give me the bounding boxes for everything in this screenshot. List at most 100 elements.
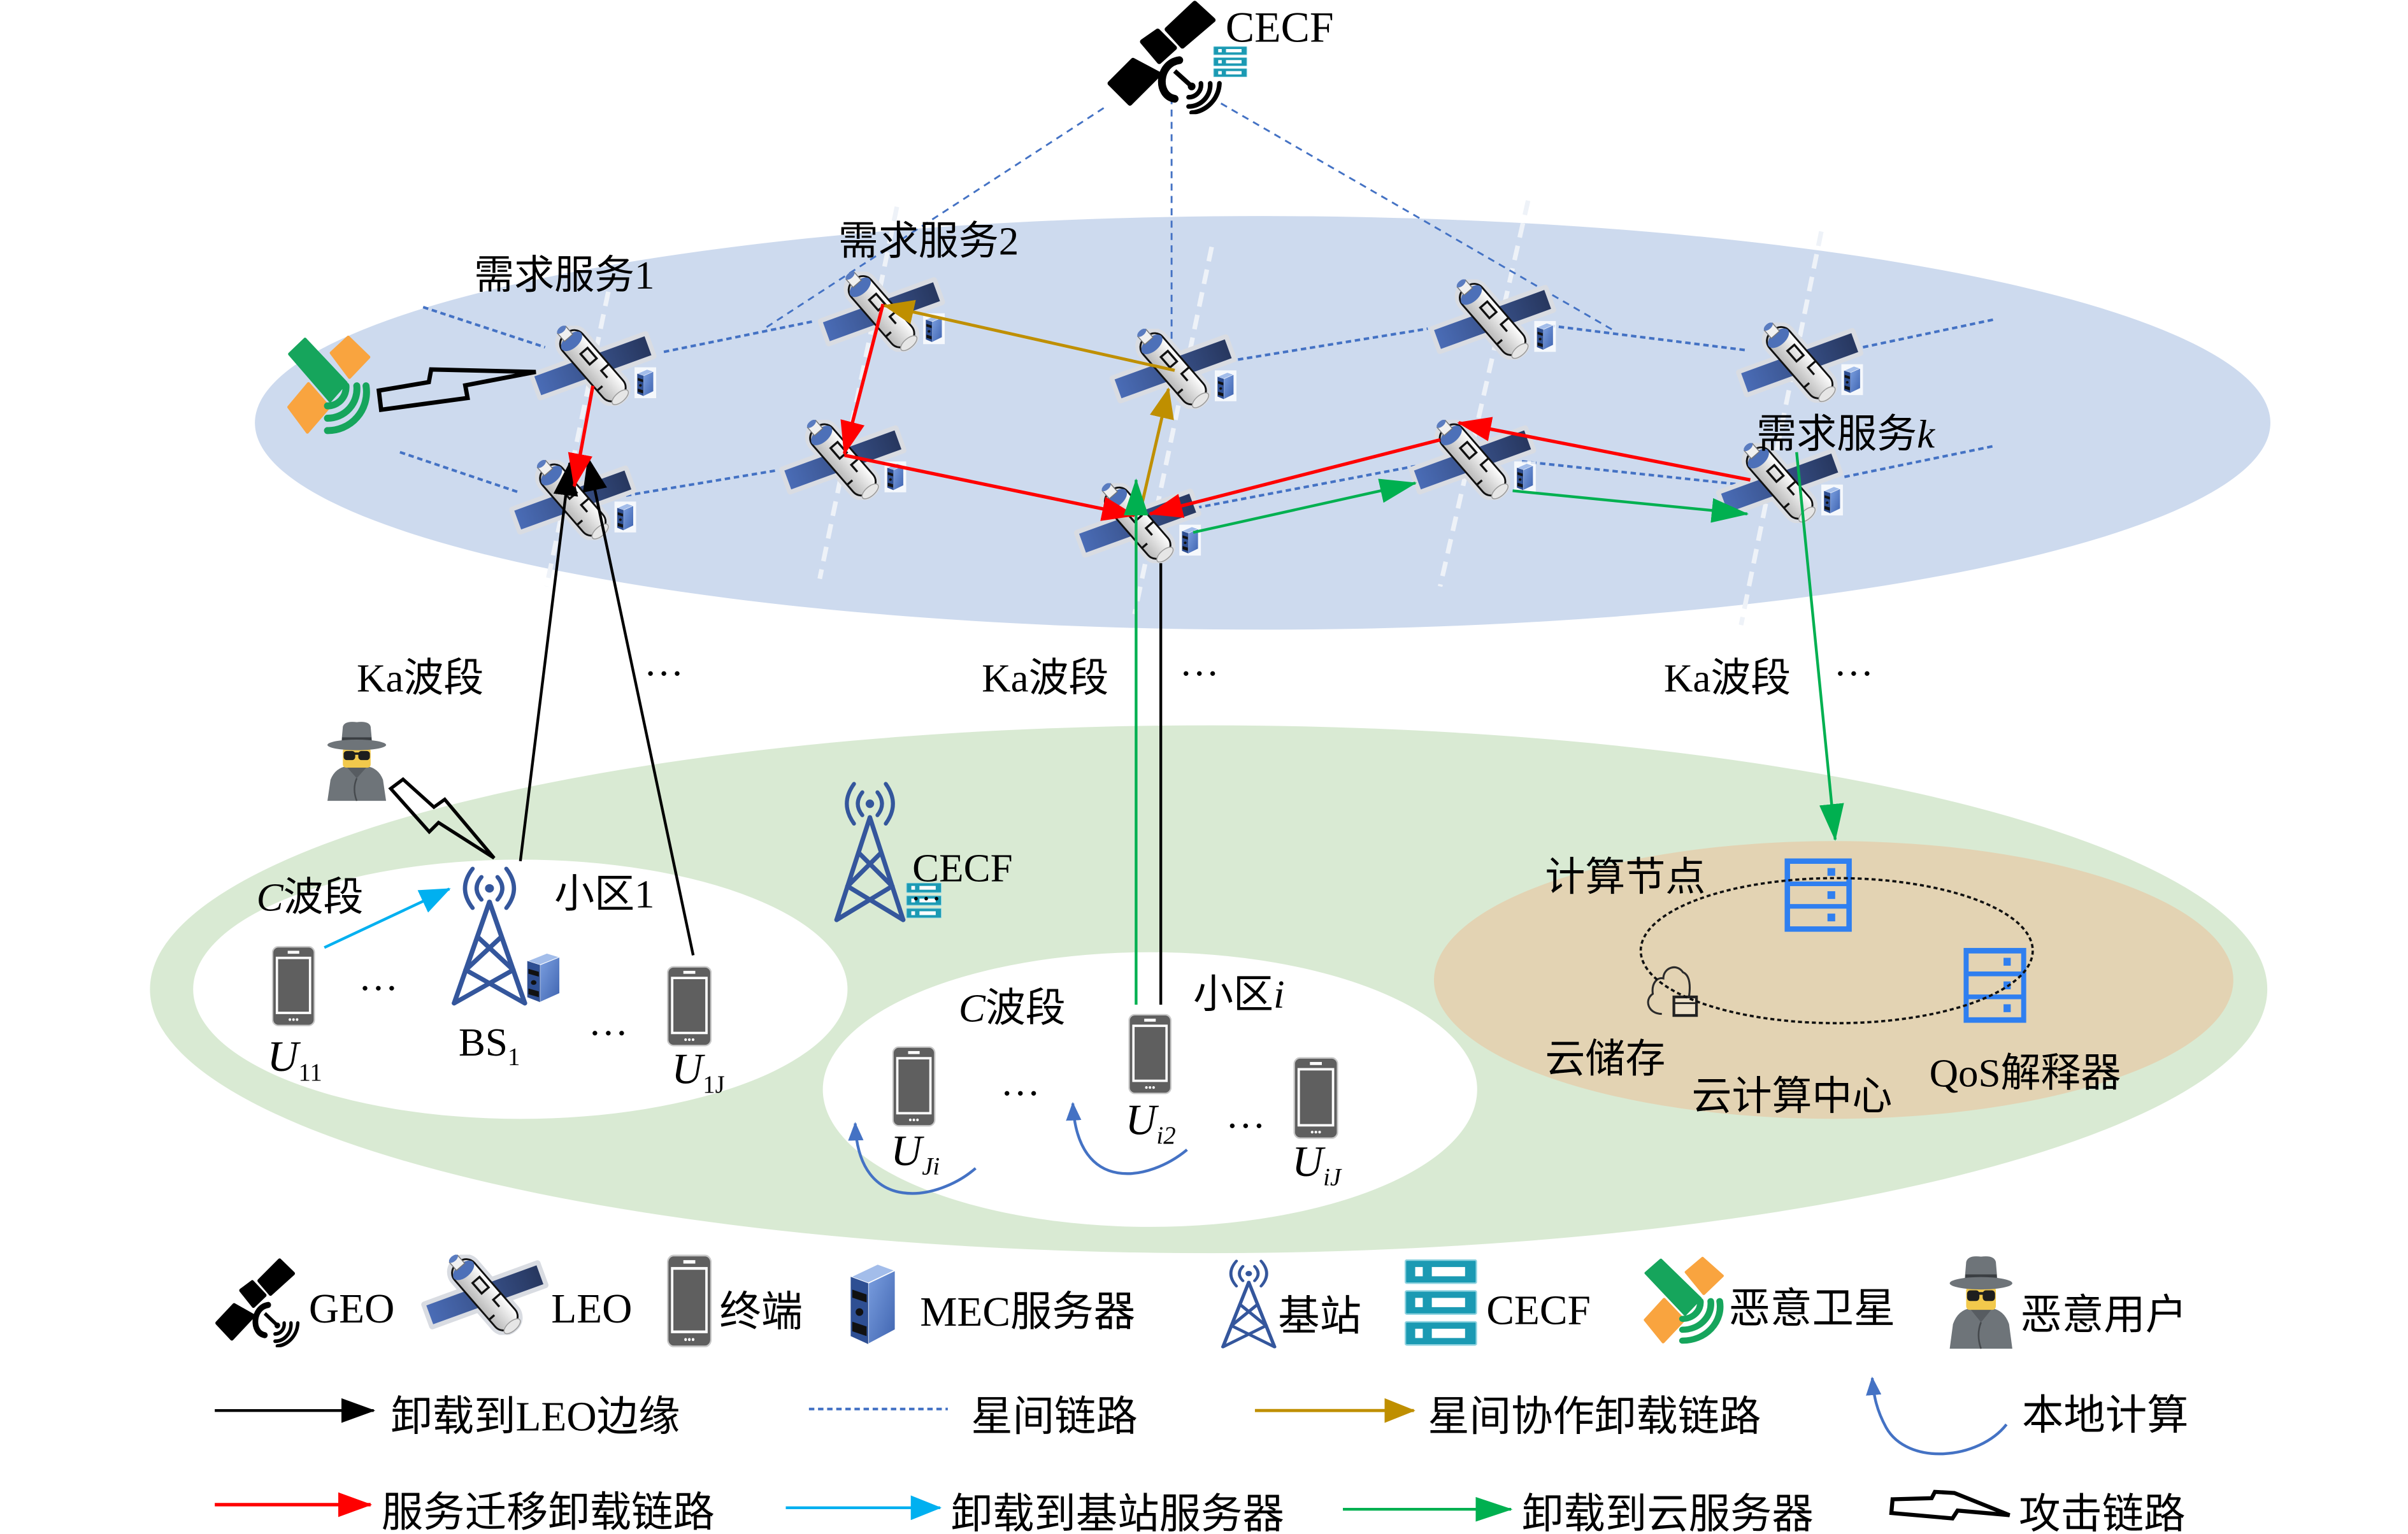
inter-satellite-coop-link [883, 299, 1175, 372]
geo-link-left [763, 107, 1105, 330]
ellipsis: ··· [1179, 651, 1219, 696]
orbit-line [1738, 231, 1824, 626]
legend: GEO LEO 终端 MEC服务器 基站 CECF 恶意卫星 恶意用户 卸载到L… [215, 1254, 2189, 1534]
offload-leo-edge-link-bs1 [519, 461, 578, 862]
legend-symbols: GEO LEO 终端 MEC服务器 基站 CECF 恶意卫星 恶意用户 [217, 1254, 2188, 1349]
base-station-label: BS1 [459, 1020, 520, 1071]
service-migration-link [568, 385, 595, 488]
offload-cloud-link [1193, 478, 1417, 534]
service-migration-link [1148, 438, 1441, 518]
compute-node-label: 计算节点 [1545, 855, 1705, 900]
offload-leo-edge-link-u1j [582, 457, 695, 956]
isl-link [399, 450, 520, 494]
geo-satellite-group: CECF [1110, 3, 1334, 113]
legend-malicious-user-icon [1949, 1255, 2014, 1349]
legend-link-label: 本地计算 [2022, 1393, 2189, 1438]
legend-symbol-label: GEO [309, 1286, 394, 1332]
legend-attack-link-bolt [1889, 1489, 2010, 1521]
ellipsis: ··· [1833, 651, 1874, 696]
attack-link-user [388, 777, 496, 860]
ground-cecf-label: CECF [912, 845, 1012, 890]
legend-link-label: 服务迁移卸载链路 [382, 1490, 715, 1534]
service-request-1-label: 需求服务1 [474, 253, 654, 297]
qos-interpreter-label: QoS解释器 [1930, 1050, 2121, 1095]
user-label-u11: U11 [268, 1033, 322, 1086]
geo-links [763, 97, 1617, 355]
legend-symbol-label: 恶意用户 [2021, 1293, 2188, 1338]
service-request-2-label: 需求服务2 [838, 219, 1019, 264]
terminal-icon [1128, 1014, 1172, 1094]
legend-leo-satellite-icon [420, 1254, 550, 1335]
legend-symbol-label: 恶意卫星 [1729, 1286, 1896, 1332]
geo-cecf-label: CECF [1226, 3, 1334, 51]
legend-link-label: 卸载到云服务器 [1522, 1491, 1814, 1534]
offload-cloud-link [1512, 489, 1749, 523]
isl-link [663, 319, 815, 354]
legend-local-compute-curve [1866, 1376, 2008, 1456]
legend-terminal-icon [668, 1256, 711, 1347]
user-label-uij: UiJ [1292, 1138, 1342, 1191]
legend-link-label: 卸载到基站服务器 [951, 1491, 1284, 1534]
cloud-center: 计算节点 云储存 云计算中心 QoS解释器 [1545, 855, 2121, 1119]
orbit-line [544, 291, 611, 587]
cloud-center-region [1433, 841, 2233, 1119]
isl-link [422, 306, 546, 349]
cell-1-band-label: C波段 [257, 875, 364, 919]
cell-i: C波段 小区i UJi Ui2 UiJ ··· ··· [891, 972, 1342, 1191]
ellipsis: ··· [588, 1010, 628, 1055]
orbit-line [1438, 200, 1531, 587]
legend-symbol-label: 终端 [719, 1289, 803, 1335]
legend-links: 卸载到LEO边缘 星间链路 星间协作卸载链路 本地计算 服务迁移卸载链路 卸载到… [215, 1376, 2189, 1534]
ground-cecf-station: CECF ··· [836, 784, 1013, 920]
legend-link-label: 星间协作卸载链路 [1428, 1394, 1761, 1440]
legend-mec-server-icon [850, 1263, 896, 1345]
cloud-center-ring [1639, 877, 2034, 1024]
legend-cecf-server-icon [1404, 1259, 1477, 1346]
user-label-ui2: Ui2 [1125, 1096, 1175, 1150]
cell-1-name-label: 小区1 [554, 871, 654, 916]
isl-link [1549, 324, 1747, 352]
ellipsis: ··· [358, 966, 398, 1010]
attack-link-satellite [376, 367, 536, 413]
legend-malicious-satellite-icon [1645, 1258, 1723, 1342]
service-migration-link [840, 303, 885, 455]
ellipsis: ··· [1226, 1103, 1266, 1148]
ka-band-label: Ka波段 [1664, 656, 1791, 700]
cell-1: C波段 小区1 BS1 U11 U1J ··· ··· [257, 869, 725, 1098]
legend-symbol-label: 基站 [1278, 1294, 1361, 1340]
ellipsis: ··· [1000, 1071, 1040, 1115]
ka-band-labels: Ka波段 ··· Ka波段 ··· Ka波段 ··· [357, 651, 1874, 700]
orbit-line [817, 206, 899, 580]
cell-i-name-label: 小区i [1193, 972, 1284, 1017]
legend-link-label: 星间链路 [971, 1394, 1138, 1440]
terminal-icon [892, 1046, 936, 1127]
legend-symbol-label: MEC服务器 [920, 1289, 1135, 1335]
service-migration-link [844, 454, 1136, 521]
legend-symbol-label: CECF [1486, 1288, 1591, 1334]
service-migration-link [1457, 417, 1751, 482]
geo-satellite-icon [1110, 3, 1219, 113]
cloud-storage-label: 云储存 [1545, 1037, 1665, 1082]
mec-server-icon [526, 952, 561, 1003]
ka-band-label: Ka波段 [357, 656, 484, 700]
local-compute-link-ui2 [1066, 1101, 1188, 1175]
isl-link [1844, 445, 1995, 478]
user-label-uji: UJi [891, 1127, 940, 1180]
isl-link [1521, 460, 1742, 486]
terminal-icon [666, 966, 712, 1047]
isl-link [1196, 464, 1416, 510]
inter-satellite-links [399, 306, 1995, 510]
cell-i-band-label: C波段 [959, 986, 1066, 1031]
ellipsis: ··· [644, 651, 684, 696]
isl-link [1237, 327, 1428, 361]
legend-geo-satellite-icon [217, 1260, 298, 1346]
ka-band-label: Ka波段 [982, 656, 1108, 700]
malicious-user-icon [326, 720, 387, 801]
terminal-icon [271, 946, 315, 1026]
geo-link-right [1220, 103, 1617, 333]
terminal-icon [1293, 1057, 1338, 1139]
isl-link [1862, 318, 1995, 349]
offload-base-station-link [324, 887, 451, 949]
legend-base-station-icon [1223, 1261, 1275, 1347]
